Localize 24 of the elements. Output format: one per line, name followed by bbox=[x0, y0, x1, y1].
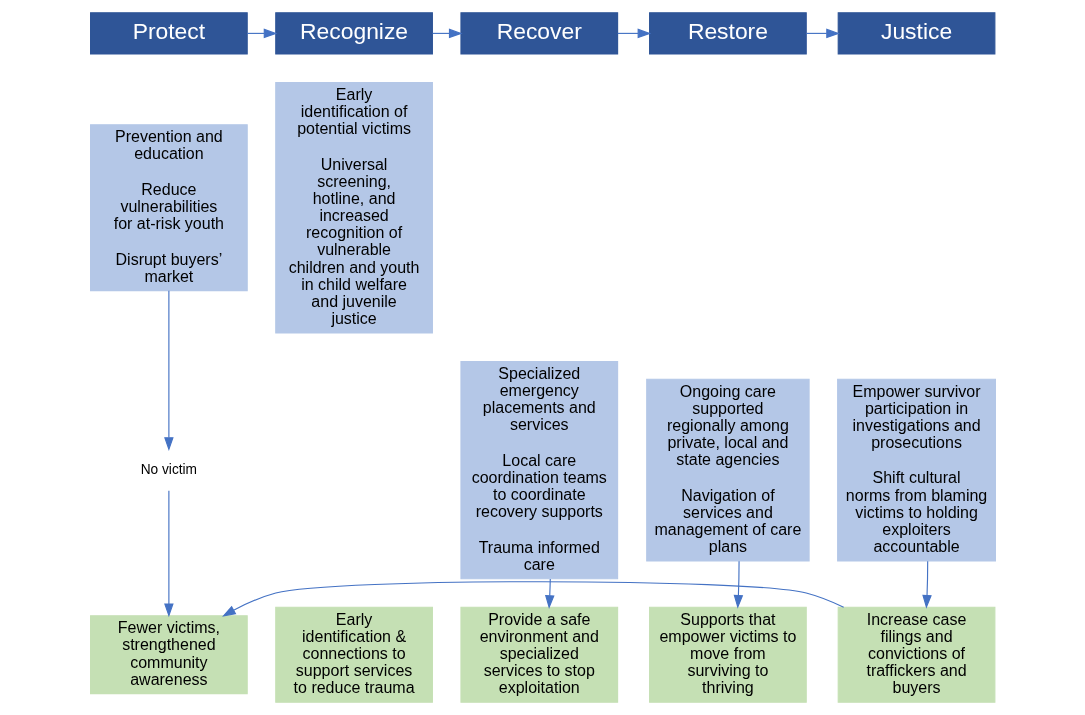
node-box: Early identification of potential victims Universal screening, hotline, and increased recognition of vulnerable children and youth in child welfare and juvenile justice bbox=[274, 82, 433, 334]
node-box: Provide a safe environment and specialized services to stop exploitation bbox=[459, 606, 618, 703]
node-box: Justice bbox=[837, 12, 995, 55]
node-box: Prevention and education Reduce vulnerabilities for at-risk youth Disrupt buyers’ market bbox=[89, 124, 248, 292]
node-box: Protect bbox=[89, 12, 248, 55]
arrow bbox=[544, 578, 555, 609]
arrow bbox=[921, 560, 932, 609]
arrow bbox=[163, 290, 174, 451]
node-box: Specialized emergency placements and services Local care coordination teams to coordinate recovery supports Trauma informed care bbox=[459, 360, 618, 580]
node-box: Early identification & connections to support services to reduce trauma bbox=[274, 606, 433, 703]
arrow bbox=[805, 28, 840, 39]
node-text: No victim bbox=[140, 461, 197, 477]
node-box: Recover bbox=[459, 12, 618, 55]
node-box: Fewer victims, strengthened community awareness bbox=[89, 615, 248, 695]
arrow bbox=[616, 28, 651, 39]
node-box: Recognize bbox=[274, 12, 433, 55]
arrow bbox=[221, 581, 844, 617]
node-box: Restore bbox=[648, 12, 807, 55]
arrow bbox=[733, 560, 743, 609]
node-box: Supports that empower victims to move from surviving to thriving bbox=[648, 606, 807, 703]
node-box: Empower survivor participation in investigations and prosecutions Shift cultural norms from blaming victims to holding exploiters accountable bbox=[836, 378, 996, 562]
node-box: Ongoing care supported regionally among private, local and state agencies Navigation of services and management of care plans bbox=[645, 378, 810, 562]
node-box: Increase case filings and convictions of traffickers and buyers bbox=[837, 606, 995, 703]
arrow bbox=[163, 490, 174, 618]
